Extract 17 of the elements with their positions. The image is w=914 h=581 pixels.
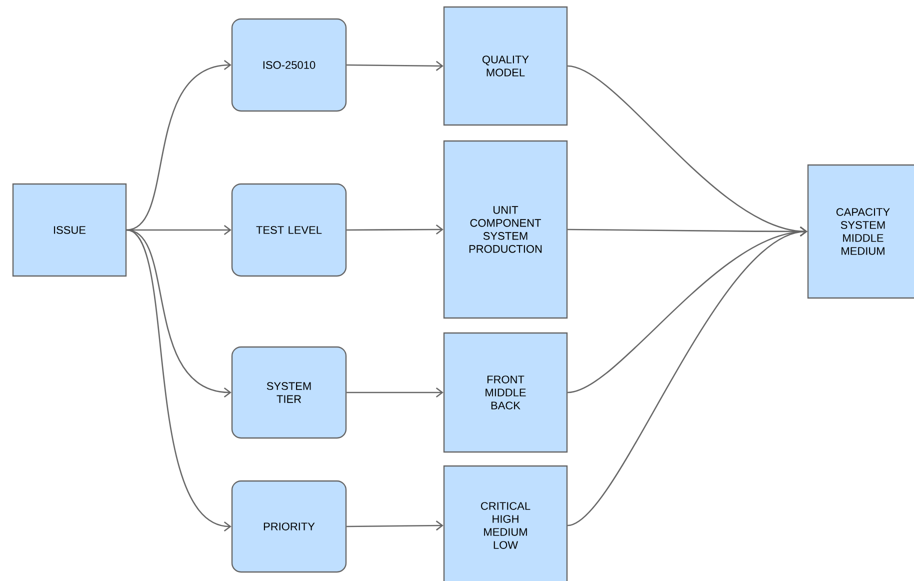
- process-box: ISSUE: [12, 183, 127, 277]
- arrow: [567, 226, 808, 526]
- arrow: [126, 229, 232, 532]
- arrow: [346, 224, 444, 235]
- rounded-box: SYSTEM TIER: [231, 346, 347, 439]
- rounded-box: ISO-25010: [231, 18, 347, 112]
- arrow: [346, 60, 444, 71]
- arrow: [346, 387, 444, 398]
- rounded-box: PRIORITY: [231, 480, 347, 573]
- arrow: [346, 520, 444, 531]
- process-box: CAPACITY SYSTEM MIDDLE MEDIUM: [807, 164, 914, 299]
- rounded-box: TEST LEVEL: [231, 183, 347, 277]
- process-box: UNIT COMPONENT SYSTEM PRODUCTION: [443, 140, 568, 319]
- process-box: FRONT MIDDLE BACK: [443, 332, 568, 453]
- arrow: [126, 60, 232, 231]
- process-box: CRITICAL HIGH MEDIUM LOW: [443, 465, 568, 581]
- process-box: QUALITY MODEL: [443, 6, 568, 126]
